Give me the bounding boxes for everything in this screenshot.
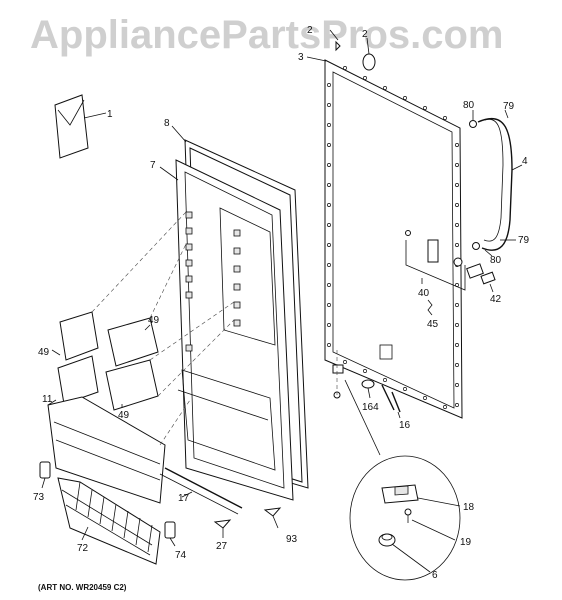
part-164-cap — [361, 379, 375, 399]
callout-2a: 2 — [307, 25, 313, 36]
callout-80a: 80 — [463, 100, 475, 111]
part-1-manual — [54, 94, 107, 159]
part-2-plugs — [329, 29, 376, 71]
part-49-door-bins — [51, 211, 235, 411]
part-11-large-bin — [47, 396, 191, 504]
part-73-support — [39, 461, 51, 489]
callout-17: 17 — [178, 493, 190, 504]
part-74-support — [164, 521, 176, 547]
callout-1: 1 — [107, 109, 113, 120]
callout-2b: 2 — [362, 29, 368, 40]
callout-49c: 49 — [118, 410, 130, 421]
callout-7: 7 — [150, 160, 156, 171]
watermark: AppliancePartsPros.com — [30, 13, 504, 57]
callout-74: 74 — [175, 550, 187, 561]
callout-93: 93 — [286, 534, 298, 545]
callout-6: 6 — [432, 570, 438, 581]
callout-79b: 79 — [518, 235, 530, 246]
callout-3: 3 — [298, 52, 304, 63]
part-27-screw — [213, 519, 232, 538]
hinge-detail-circle — [349, 455, 461, 581]
part-17-rail — [159, 467, 243, 515]
callout-79a: 79 — [503, 101, 515, 112]
callout-49b: 49 — [38, 347, 50, 358]
callout-42: 42 — [490, 294, 502, 305]
part-93-screw — [263, 507, 282, 529]
callout-11: 11 — [42, 394, 53, 405]
callout-8: 8 — [164, 118, 170, 129]
callout-49a: 49 — [148, 315, 160, 326]
callout-19: 19 — [460, 537, 472, 548]
part-42-latch-cap — [453, 257, 496, 293]
part-72-lower-rack — [57, 477, 161, 565]
door-screw-holes — [327, 66, 459, 409]
part-3-outer-door — [306, 56, 463, 419]
callout-80b: 80 — [490, 255, 502, 266]
art-number: (ART NO. WR20459 C2) — [38, 583, 127, 592]
part-7-door-liner — [159, 159, 294, 501]
callout-18: 18 — [463, 502, 475, 513]
callout-73: 73 — [33, 492, 45, 503]
callout-72: 72 — [77, 543, 89, 554]
part-40-latch — [405, 230, 466, 291]
part-79-80-handle-fasteners — [469, 109, 516, 257]
callout-labels: 1 2 2 3 4 6 7 8 11 16 17 18 19 27 40 42 … — [33, 25, 530, 581]
door-hinge-bracket — [332, 350, 381, 456]
liner-shelf-rails — [185, 211, 241, 352]
callout-16: 16 — [399, 420, 411, 431]
callout-27: 27 — [216, 541, 228, 552]
callout-4: 4 — [522, 156, 528, 167]
part-4-handle — [477, 117, 523, 251]
callout-164: 164 — [362, 402, 379, 413]
callout-45: 45 — [427, 319, 439, 330]
part-16-screws — [381, 384, 401, 419]
callout-40: 40 — [418, 288, 430, 299]
part-45-spring — [427, 299, 433, 316]
